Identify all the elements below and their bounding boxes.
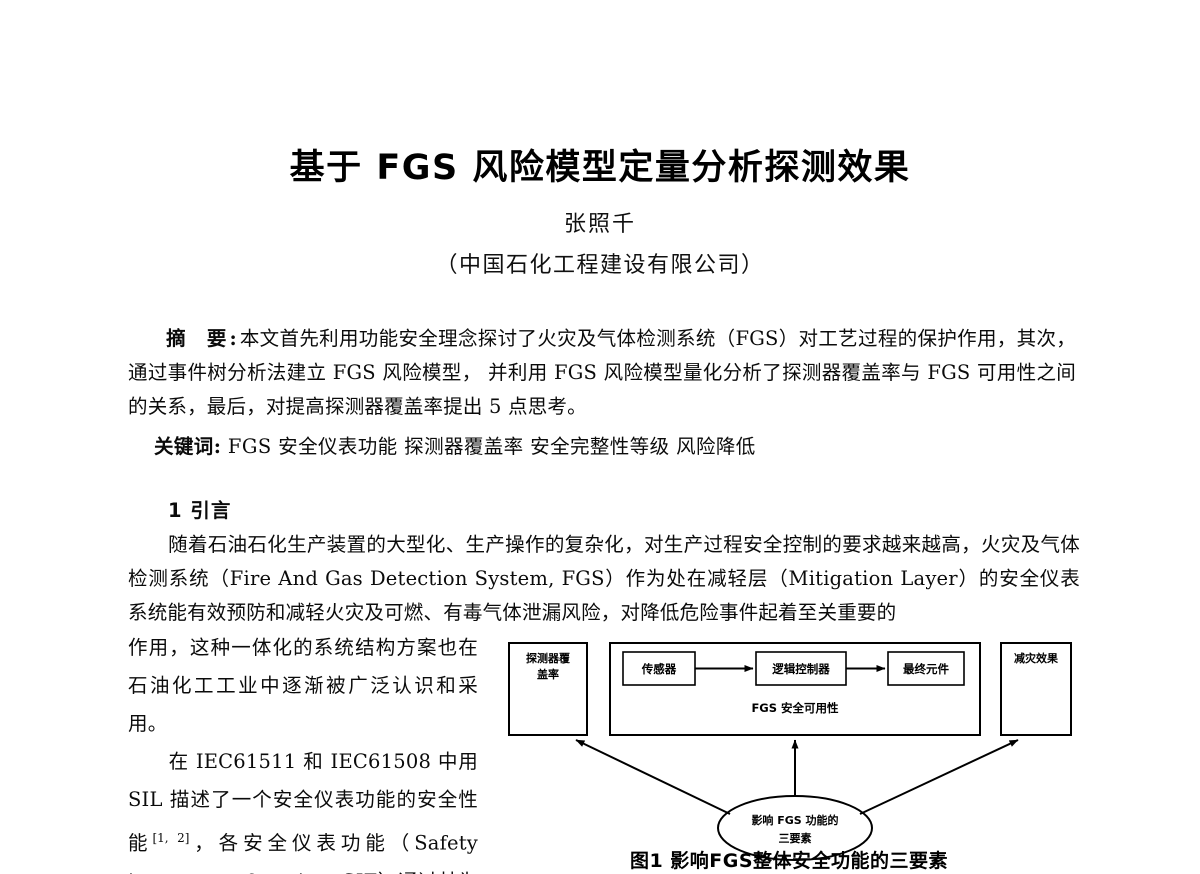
left-column-paragraph-2-text-b: ，各安全仪表功能（Safety instrument function, SIF… xyxy=(128,831,478,874)
figure-box-detector-coverage-line2: 盖率 xyxy=(537,667,559,681)
keywords-label: 关键词: xyxy=(154,435,222,458)
figure-box-logic-controller-label: 逻辑控制器 xyxy=(771,662,830,676)
figure-1-svg: 探测器覆 盖率 传感器 逻辑控制器 最终元件 FGS 安全可用性 减灾效果 xyxy=(508,642,1072,861)
keywords-block: 关键词: FGS 安全仪表功能 探测器覆盖率 安全完整性等级 风险降低 xyxy=(154,432,1084,462)
abstract-body: 本文首先利用功能安全理念探讨了火灾及气体检测系统（FGS）对工艺过程的保护作用，… xyxy=(128,327,1076,418)
figure-label-fgs-availability: FGS 安全可用性 xyxy=(751,701,839,715)
section-heading-introduction: 1 引言 xyxy=(168,499,232,522)
keywords-body: FGS 安全仪表功能 探测器覆盖率 安全完整性等级 风险降低 xyxy=(227,435,756,458)
figure-1-caption: 图1 影响FGS整体安全功能的三要素 xyxy=(629,850,949,872)
intro-paragraph-text: 随着石油石化生产装置的大型化、生产操作的复杂化，对生产过程安全控制的要求越来越高… xyxy=(128,533,1080,624)
citation-reference: [1, 2] xyxy=(152,831,190,845)
title-block: 基于 FGS 风险模型定量分析探测效果 张照千 （中国石化工程建设有限公司） xyxy=(0,148,1200,279)
figure-arrow-factors-to-mitigation xyxy=(859,739,1019,815)
figure-box-mitigation-effect xyxy=(1000,642,1072,736)
left-column-body: 作用，这种一体化的系统结构方案也在石油化工工业中逐渐被广泛认识和采用。 在 IE… xyxy=(128,629,478,874)
figure-1-diagram: 探测器覆 盖率 传感器 逻辑控制器 最终元件 FGS 安全可用性 减灾效果 xyxy=(498,630,1080,874)
left-column-paragraph-2: 在 IEC61511 和 IEC61508 中用 SIL 描述了一个安全仪表功能… xyxy=(128,743,478,874)
page-title: 基于 FGS 风险模型定量分析探测效果 xyxy=(289,148,911,188)
abstract-label-part1: 摘 xyxy=(166,327,189,350)
figure-box-detector-coverage-line1: 探测器覆 xyxy=(526,651,571,665)
abstract-block: 摘要:本文首先利用功能安全理念探讨了火灾及气体检测系统（FGS）对工艺过程的保护… xyxy=(128,322,1076,424)
left-column-paragraph-2-text-a: 在 IEC61511 和 IEC61508 中用 SIL 描述了一个安全仪表功能… xyxy=(128,750,478,855)
left-column-paragraph-1: 作用，这种一体化的系统结构方案也在石油化工工业中逐渐被广泛认识和采用。 xyxy=(128,629,478,743)
figure-ellipse-line2: 三要素 xyxy=(779,831,812,845)
abstract-label-part2: 要: xyxy=(206,327,240,350)
intro-paragraph: 随着石油石化生产装置的大型化、生产操作的复杂化，对生产过程安全控制的要求越来越高… xyxy=(128,528,1080,630)
figure-box-fgs-availability xyxy=(609,642,981,736)
figure-ellipse-line1: 影响 FGS 功能的 xyxy=(751,813,838,827)
author-name: 张照千 xyxy=(563,212,636,238)
figure-box-final-element xyxy=(887,651,965,686)
figure-box-detector-coverage xyxy=(508,642,588,736)
figure-box-final-element-label: 最终元件 xyxy=(903,662,949,676)
left-column-paragraph-1-text: 作用，这种一体化的系统结构方案也在石油化工工业中逐渐被广泛认识和采用。 xyxy=(128,636,478,735)
author-affiliation: （中国石化工程建设有限公司） xyxy=(435,253,765,279)
figure-box-mitigation-effect-label: 减灾效果 xyxy=(1014,651,1058,665)
figure-arrow-factors-to-coverage xyxy=(575,739,731,815)
figure-box-sensor-label: 传感器 xyxy=(641,662,677,676)
